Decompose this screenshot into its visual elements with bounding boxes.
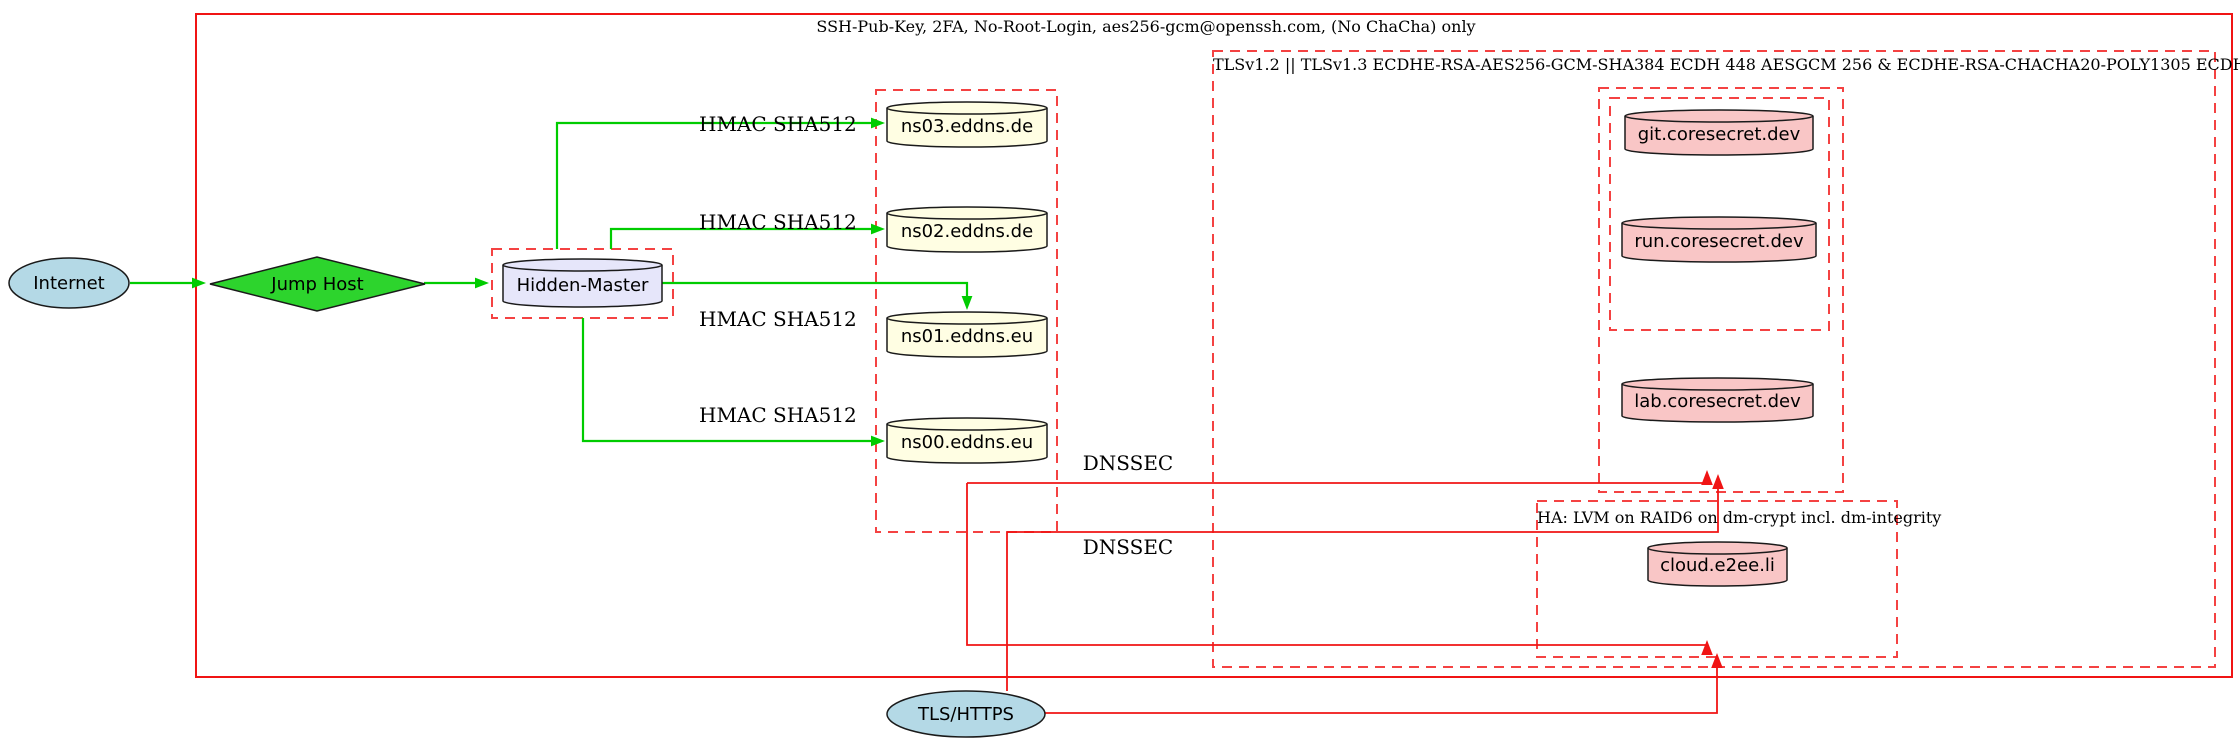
ssh-cluster-box [195, 13, 2233, 678]
ns03-node-label: ns03.eddns.de [900, 115, 1034, 137]
arrowhead [1712, 474, 1724, 489]
arrowhead [1711, 653, 1723, 668]
coresecret-outer-cluster-box [1598, 87, 1844, 493]
ns01-node-label: ns01.eddns.eu [900, 325, 1034, 347]
ns00-lid [886, 423, 1048, 431]
ssh-cluster-label: SSH-Pub-Key, 2FA, No-Root-Login, aes256-… [816, 17, 1476, 36]
edge-hiddenmaster-ns01 [662, 281, 969, 297]
ns02-node-label: ns02.eddns.de [900, 220, 1034, 242]
coresecret-inner-cluster-box [1609, 97, 1830, 331]
arrowhead [871, 435, 885, 447]
git-node-label: git.coresecret.dev [1637, 123, 1801, 145]
hmac-label-ns02: HMAC SHA512 [699, 210, 857, 234]
ha-cluster-label: HA: LVM on RAID6 on dm-crypt incl. dm-in… [1537, 508, 1942, 527]
arrowhead [1701, 470, 1713, 485]
internet-node-label: Internet [33, 272, 105, 294]
red-arrowheads [1701, 470, 1724, 668]
lab-node-label: lab.coresecret.dev [1634, 391, 1801, 412]
hidden-master-node-label: Hidden-Master [516, 274, 649, 296]
dnssec-label-2: DNSSEC [1082, 535, 1174, 559]
hmac-label-ns00: HMAC SHA512 [699, 403, 857, 427]
ns00-node-label: ns00.eddns.eu [900, 431, 1034, 453]
dns-servers-cluster-box [875, 89, 1058, 533]
edge-hiddenmaster-ns02 [609, 227, 872, 249]
edge-dnssec-ha [966, 483, 1707, 646]
ha-cluster-box [1536, 500, 1898, 658]
arrowhead [871, 117, 885, 129]
git-lid [1624, 115, 1814, 123]
tls-cluster-label: TLSv1.2 || TLSv1.3 ECDHE-RSA-AES256-GCM-… [1213, 55, 2240, 74]
arrowhead [961, 296, 973, 310]
ns03-lid [886, 107, 1048, 115]
tls-https-node [886, 690, 1046, 738]
run-node-label: run.coresecret.dev [1634, 230, 1804, 252]
hidden-master-node [502, 258, 663, 308]
hmac-label-ns01: HMAC SHA512 [699, 307, 857, 331]
dnssec-tls-edges [966, 482, 1719, 714]
ns01-lid [886, 317, 1048, 325]
hidden-master-lid [502, 264, 663, 272]
arrowhead [475, 277, 489, 289]
cylinder-nodes [502, 101, 1817, 587]
ssh-edges [130, 121, 969, 443]
dnssec-label-1: DNSSEC [1082, 451, 1174, 475]
tls-https-node-label: TLS/HTTPS [917, 703, 1014, 725]
green-arrowheads [192, 117, 973, 447]
cloud-lid [1647, 547, 1788, 555]
jump-host-node [209, 256, 426, 312]
internet-node [8, 257, 130, 309]
jump-host-node-label: Jump Host [271, 273, 364, 295]
arrowhead [1701, 640, 1713, 655]
edge-hiddenmaster-ns00 [581, 318, 872, 443]
edge-tlshttps-coresecret [1006, 489, 1719, 691]
tls-cluster-box [1212, 50, 2216, 668]
arrowhead [871, 223, 885, 235]
ns02-lid [886, 212, 1048, 220]
edge-hiddenmaster-ns03 [555, 121, 872, 249]
arrowhead [192, 277, 206, 289]
lab-lid [1621, 383, 1814, 391]
run-lid [1621, 222, 1817, 230]
edge-tlshttps-ha [1045, 668, 1718, 714]
hmac-label-ns03: HMAC SHA512 [699, 112, 857, 136]
cloud-node-label: cloud.e2ee.li [1660, 555, 1775, 576]
